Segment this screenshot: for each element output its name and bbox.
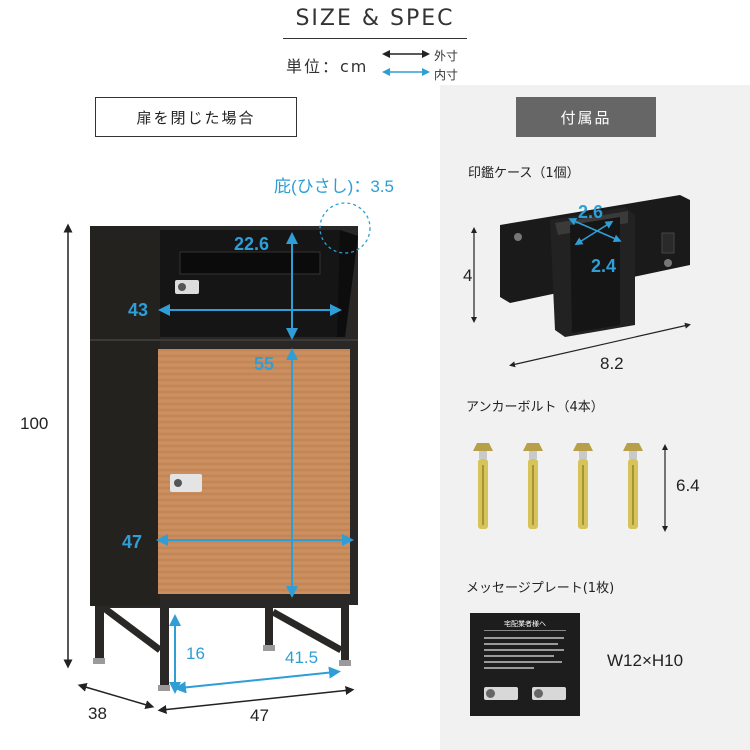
- plate-text-line: [484, 661, 562, 663]
- dim-line-leg-span: [174, 666, 341, 694]
- dim-width-outer: 47: [250, 706, 269, 725]
- legend-inner-label: 内寸: [434, 68, 459, 82]
- anchor-bolt-2: [523, 443, 543, 529]
- accessories-tag: 付属品: [516, 97, 656, 137]
- plate-title: 宅配業者様へ: [504, 620, 546, 628]
- plate-lock-graphic: [484, 687, 518, 700]
- door-combination-lock: [170, 474, 202, 492]
- anchor-bolts-drawing: [473, 443, 668, 532]
- plate-rule: [484, 630, 566, 631]
- dimension-legend-arrows: [382, 50, 430, 76]
- dim-leg-height: 16: [186, 644, 205, 663]
- dim-top-width: 43: [128, 300, 149, 320]
- lock-dial-icon: [178, 283, 186, 291]
- plate-lock-graphic: [532, 687, 566, 700]
- anchor-bolt-1: [473, 443, 493, 529]
- message-plate: 宅配業者様へ: [470, 613, 580, 716]
- anchor-bolt-3: [573, 443, 593, 529]
- wood-door: [158, 349, 350, 594]
- dim-leg-span: 41.5: [285, 648, 319, 667]
- dim-depth-outer: 38: [88, 704, 107, 723]
- legend-outer-label: 外寸: [434, 49, 459, 63]
- seal-dim-width: 8.2: [600, 354, 624, 373]
- plate-text-line: [484, 655, 554, 657]
- spec-title: SIZE & SPEC: [295, 6, 455, 31]
- seal-dim-inner-a: 2.6: [578, 202, 604, 222]
- plate-text-line: [484, 667, 534, 669]
- dim-top-depth: 22.6: [234, 234, 270, 254]
- dim-cabinet-height: 55: [254, 354, 275, 374]
- seal-dim-height: 4: [463, 266, 473, 285]
- bolt-dim-length: 6.4: [676, 476, 700, 495]
- closed-door-label: 扉を閉じた場合: [95, 97, 297, 137]
- plate-text-line: [484, 637, 564, 639]
- eave-label: 庇(ひさし)：3.5: [274, 177, 394, 196]
- unit-label: 単位：cm: [286, 57, 369, 76]
- anchor-bolts-label: アンカーボルト（4本）: [466, 400, 604, 415]
- mailbox-drawing: [63, 202, 371, 714]
- plate-text-line: [484, 649, 564, 651]
- message-plate-label: メッセージプレート(1枚): [466, 581, 615, 596]
- dim-height-outer: 100: [20, 414, 49, 433]
- dim-cabinet-width: 47: [122, 532, 143, 552]
- legs: [93, 600, 351, 691]
- seal-case-label: 印鑑ケース（1個）: [468, 166, 580, 181]
- door-lock-dial-icon: [174, 479, 182, 487]
- anchor-bolt-4: [623, 443, 643, 529]
- title-underline: [283, 38, 467, 39]
- plate-text-line: [484, 643, 558, 645]
- dim-line-depth-outer: [77, 682, 155, 710]
- eave-callout-circle: [319, 202, 371, 254]
- seal-dim-inner-b: 2.4: [591, 256, 617, 276]
- message-plate-size: W12×H10: [607, 651, 684, 670]
- seal-case-drawing: [471, 195, 691, 368]
